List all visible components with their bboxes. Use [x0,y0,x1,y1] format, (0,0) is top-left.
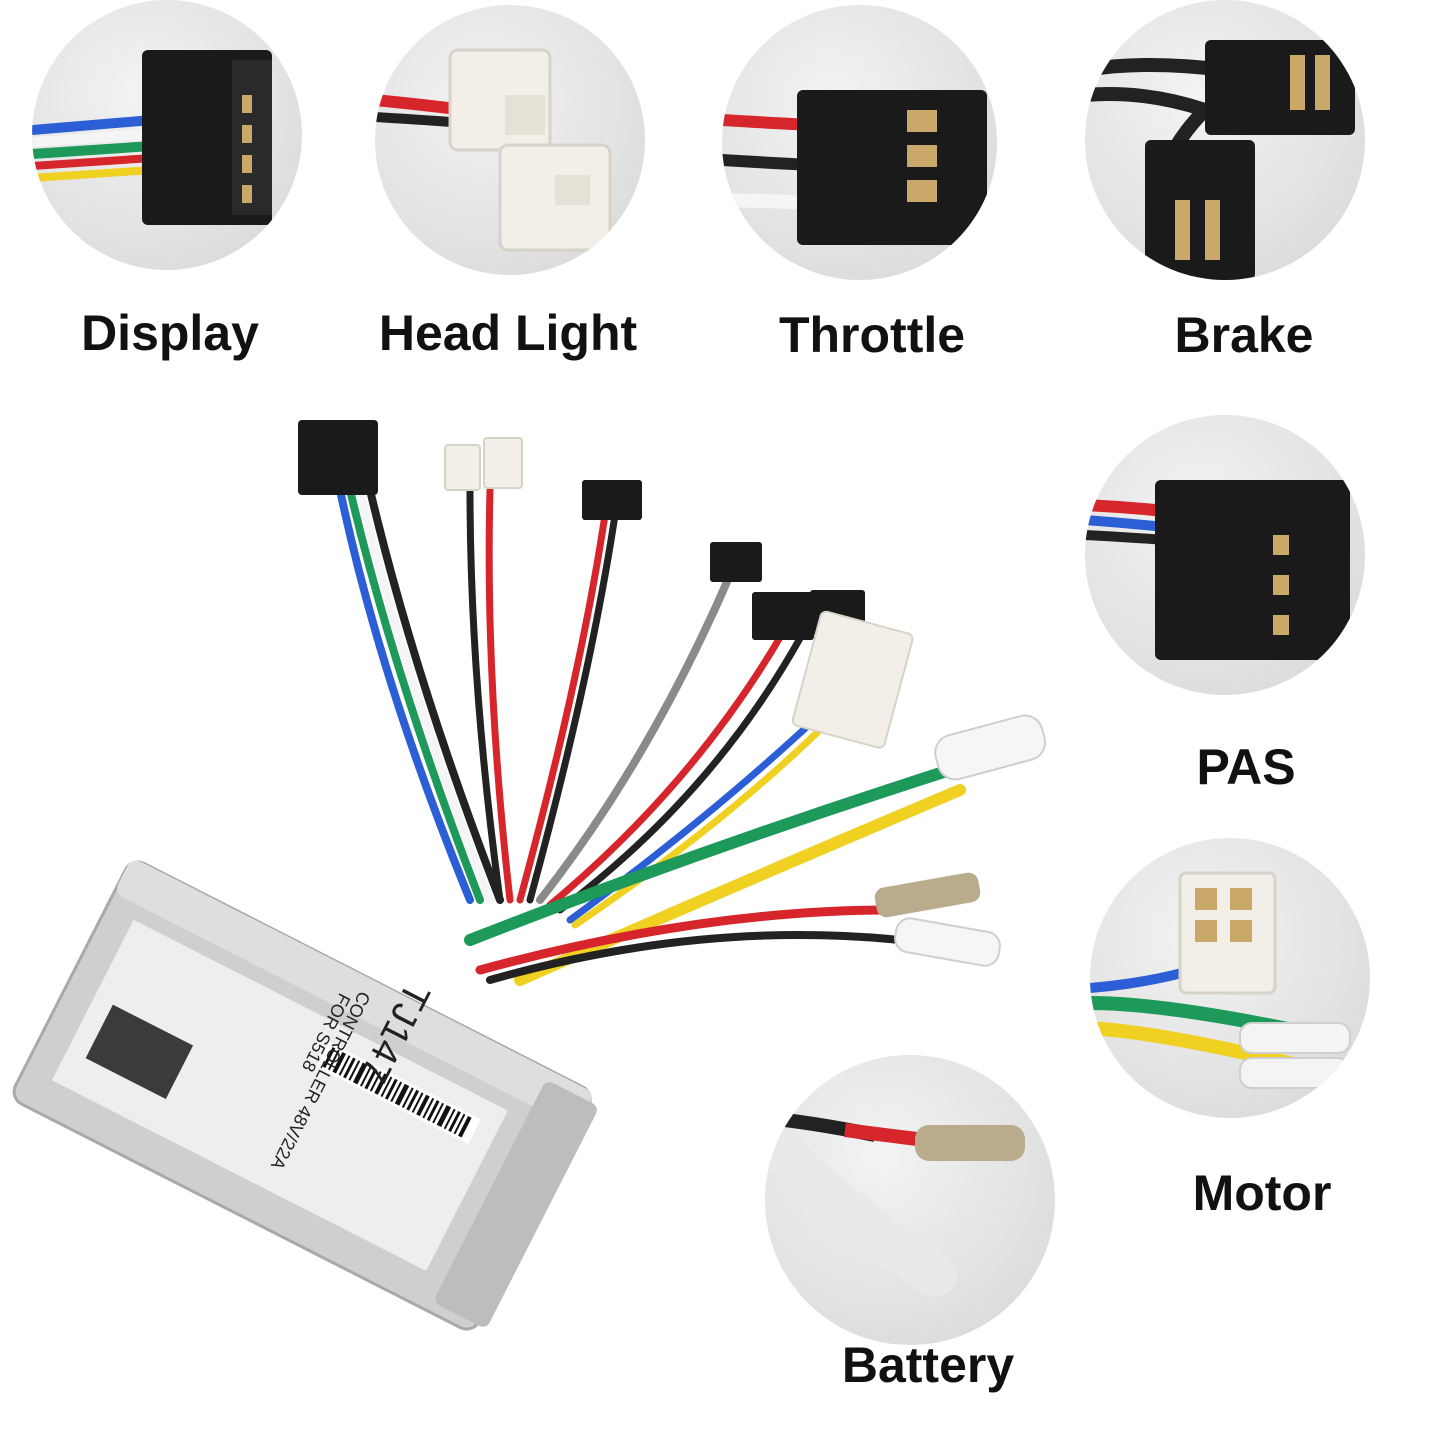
label-battery: Battery [841,1337,1015,1393]
motor-connector-photo [1090,838,1370,1118]
label-brake: Brake [1174,307,1314,363]
label-throttle: Throttle [778,307,966,363]
pas-connector-photo [1085,415,1365,695]
label-head-light: Head Light [378,305,638,361]
head-light-connector-photo [375,5,645,275]
label-display: Display [81,305,259,361]
throttle-connector-photo [722,5,997,280]
brake-connector-photo [1085,0,1365,280]
label-pas: PAS [1196,739,1296,795]
display-connector-photo [32,0,302,270]
label-motor: Motor [1192,1165,1332,1221]
battery-connector-photo [765,1055,1055,1345]
controller-illustration: TJ147 CONTROLLER 48V/22A FOR S518 [12,420,1047,1331]
